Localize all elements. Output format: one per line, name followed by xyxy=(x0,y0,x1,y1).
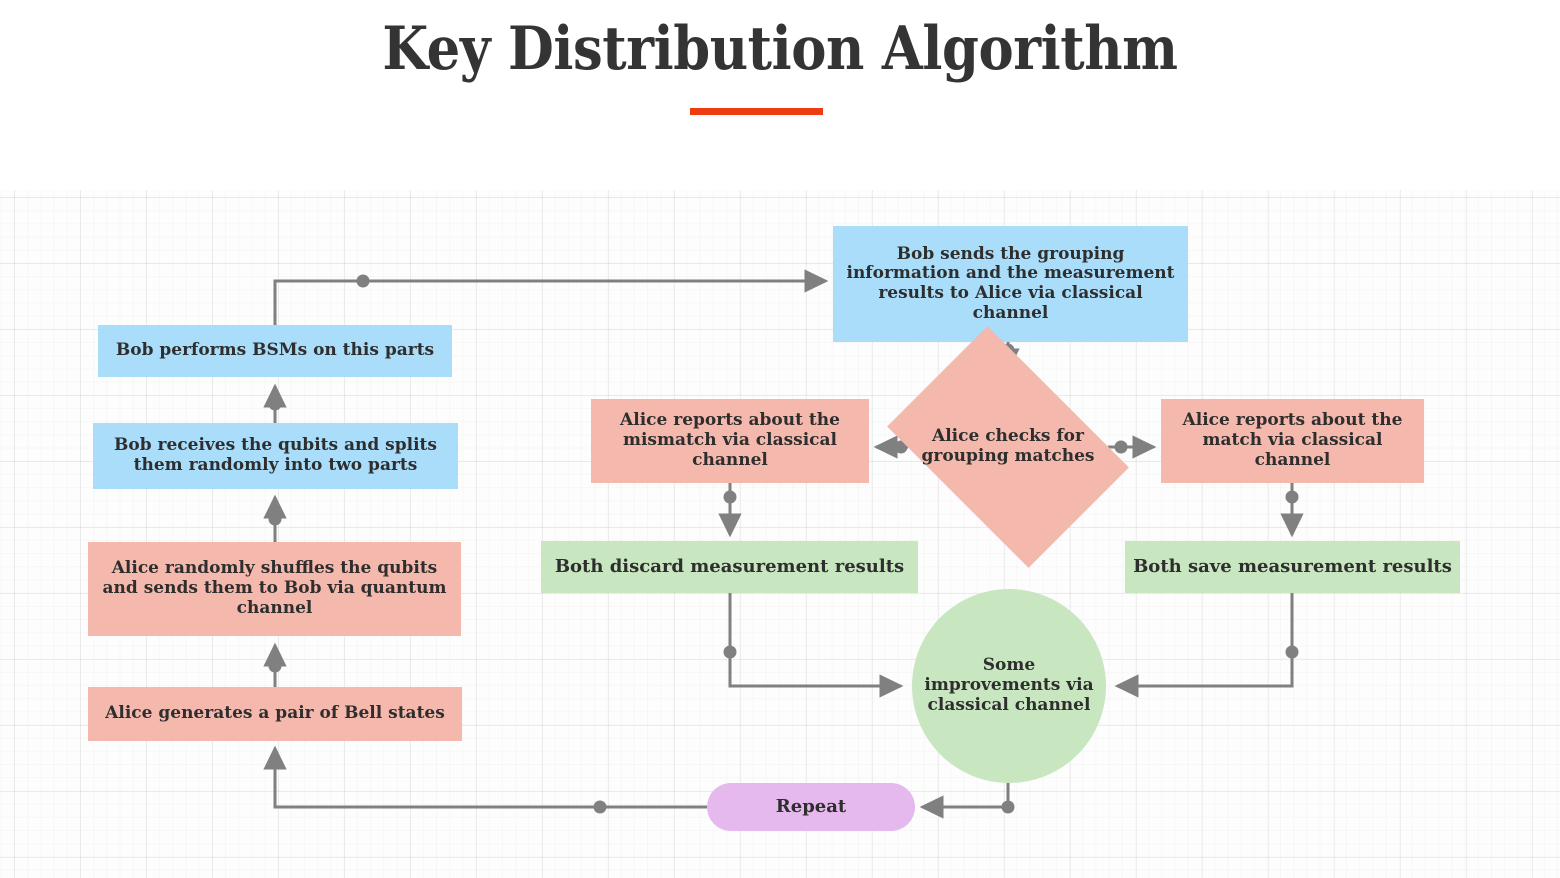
node-label: Some improvements via classical channel xyxy=(924,655,1094,715)
node-label: Both discard measurement results xyxy=(554,555,905,577)
title-underline-rule xyxy=(690,108,823,115)
edge-dot xyxy=(593,800,607,814)
edge-dot xyxy=(1285,645,1299,659)
node-bob_bsm[interactable]: Bob performs BSMs on this parts xyxy=(98,325,452,377)
node-both_discard[interactable]: Both discard measurement results xyxy=(541,541,918,593)
node-label: Alice randomly shuffles the qubits and s… xyxy=(102,558,447,618)
node-alice_shuffle[interactable]: Alice randomly shuffles the qubits and s… xyxy=(88,542,461,636)
edge-waypoint-dots xyxy=(268,274,1299,814)
node-label: Alice reports about the match via classi… xyxy=(1182,410,1403,470)
edge-dot xyxy=(723,645,737,659)
node-label: Bob receives the qubits and splits them … xyxy=(114,435,437,475)
node-alice_checks[interactable]: Alice checks for grouping matches xyxy=(887,326,1129,568)
edge-dot xyxy=(723,490,737,504)
page-title: Key Distribution Algorithm xyxy=(382,14,1178,84)
node-report_mismatch[interactable]: Alice reports about the mismatch via cla… xyxy=(591,399,869,483)
node-label: Bob sends the grouping information and t… xyxy=(846,243,1175,323)
edge-bsm-to-bobsends xyxy=(273,269,829,325)
edge-dot xyxy=(1285,490,1299,504)
node-alice_bell[interactable]: Alice generates a pair of Bell states xyxy=(88,687,462,741)
node-label: Alice reports about the mismatch via cla… xyxy=(620,410,840,470)
edge-discard-to-improvements xyxy=(728,593,904,698)
edge-dot xyxy=(1114,440,1128,454)
edge-dot xyxy=(268,512,282,526)
edge-layer xyxy=(263,269,1304,819)
node-repeat[interactable]: Repeat xyxy=(707,783,915,831)
node-report_match[interactable]: Alice reports about the match via classi… xyxy=(1161,399,1424,483)
node-label: Alice checks for grouping matches xyxy=(921,426,1095,466)
edge-repeat-to-bell xyxy=(263,745,707,809)
edge-dot xyxy=(268,659,282,673)
edge-dot xyxy=(268,397,282,411)
node-label: Alice generates a pair of Bell states xyxy=(105,703,445,724)
edge-improvements-to-repeat xyxy=(919,783,1010,819)
edge-save-to-improvements xyxy=(1114,593,1294,698)
node-bob_sends[interactable]: Bob sends the grouping information and t… xyxy=(833,226,1188,342)
node-both_save[interactable]: Both save measurement results xyxy=(1125,541,1460,593)
edge-dot xyxy=(1001,800,1015,814)
node-improvements[interactable]: Some improvements via classical channel xyxy=(912,589,1106,783)
edge-dot xyxy=(356,274,370,288)
node-bob_receives[interactable]: Bob receives the qubits and splits them … xyxy=(93,423,458,489)
node-label: Bob performs BSMs on this parts xyxy=(115,340,435,361)
title-area: Key Distribution Algorithm xyxy=(0,0,1560,190)
node-label: Repeat xyxy=(775,795,847,817)
node-label: Both save measurement results xyxy=(1133,555,1452,577)
